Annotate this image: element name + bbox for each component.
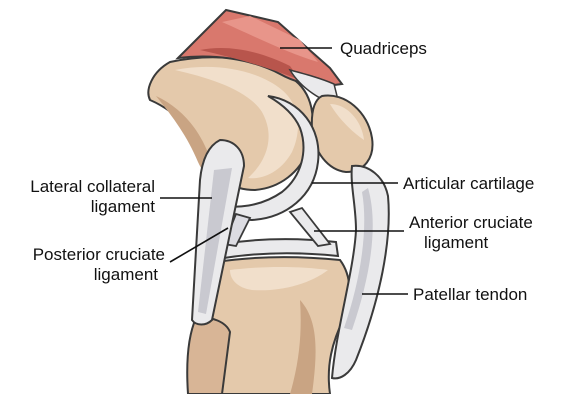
label-posterior-cruciate-line2: ligament bbox=[94, 265, 159, 284]
label-patellar-tendon: Patellar tendon bbox=[413, 285, 527, 304]
fibula bbox=[187, 318, 230, 394]
label-lateral-collateral-line1: Lateral collateral bbox=[30, 177, 155, 196]
label-quadriceps: Quadriceps bbox=[340, 39, 427, 58]
label-posterior-cruciate-line1: Posterior cruciate bbox=[33, 245, 165, 264]
label-anterior-cruciate-line2: ligament bbox=[424, 233, 489, 252]
label-articular-cartilage: Articular cartilage bbox=[403, 174, 534, 193]
patella bbox=[312, 95, 373, 172]
label-anterior-cruciate-line1: Anterior cruciate bbox=[409, 213, 533, 232]
label-lateral-collateral-line2: ligament bbox=[91, 197, 156, 216]
